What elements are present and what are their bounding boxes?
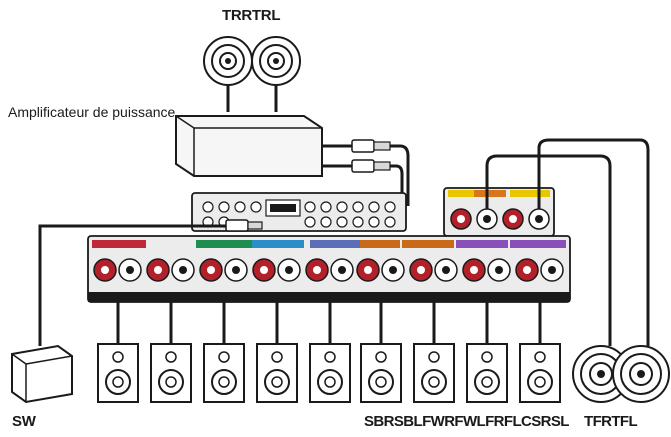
speaker-9-icon: [519, 343, 561, 403]
subwoofer-label: SW: [12, 413, 36, 430]
height-terminal-block: [443, 187, 555, 237]
speaker-channel-labels: SBRSBLFWRFWLFRFLCSRSL: [364, 413, 569, 430]
speaker-cables: [116, 302, 542, 344]
terminal-row: [93, 258, 564, 282]
top-speakers-label: TRRTRL: [222, 7, 281, 24]
speaker-terminal-panel: [87, 235, 571, 303]
bookshelf-speakers: [97, 343, 561, 403]
subwoofer-icon: [11, 344, 73, 404]
rca-plug-lower: [322, 159, 404, 204]
power-amplifier: [175, 115, 323, 177]
top-speaker-right-icon: [251, 36, 301, 86]
speaker-7-icon: [413, 343, 455, 403]
speaker-1-icon: [97, 343, 139, 403]
front-height-speaker-left-icon: [612, 345, 670, 403]
speaker-2-icon: [150, 343, 192, 403]
rca-plug-upper: [322, 139, 410, 206]
front-height-speaker-right-icon: [572, 345, 630, 403]
speaker-6-icon: [360, 343, 402, 403]
speaker-5-icon: [309, 343, 351, 403]
speaker-3-icon: [203, 343, 245, 403]
subwoofer-rca-plug: [38, 219, 263, 346]
top-speaker-left-icon: [203, 36, 253, 86]
power-amplifier-label: Amplificateur de puissance: [8, 104, 176, 120]
front-height-labels: TFRTFL: [584, 413, 638, 430]
speaker-4-icon: [256, 343, 298, 403]
speaker-8-icon: [466, 343, 508, 403]
